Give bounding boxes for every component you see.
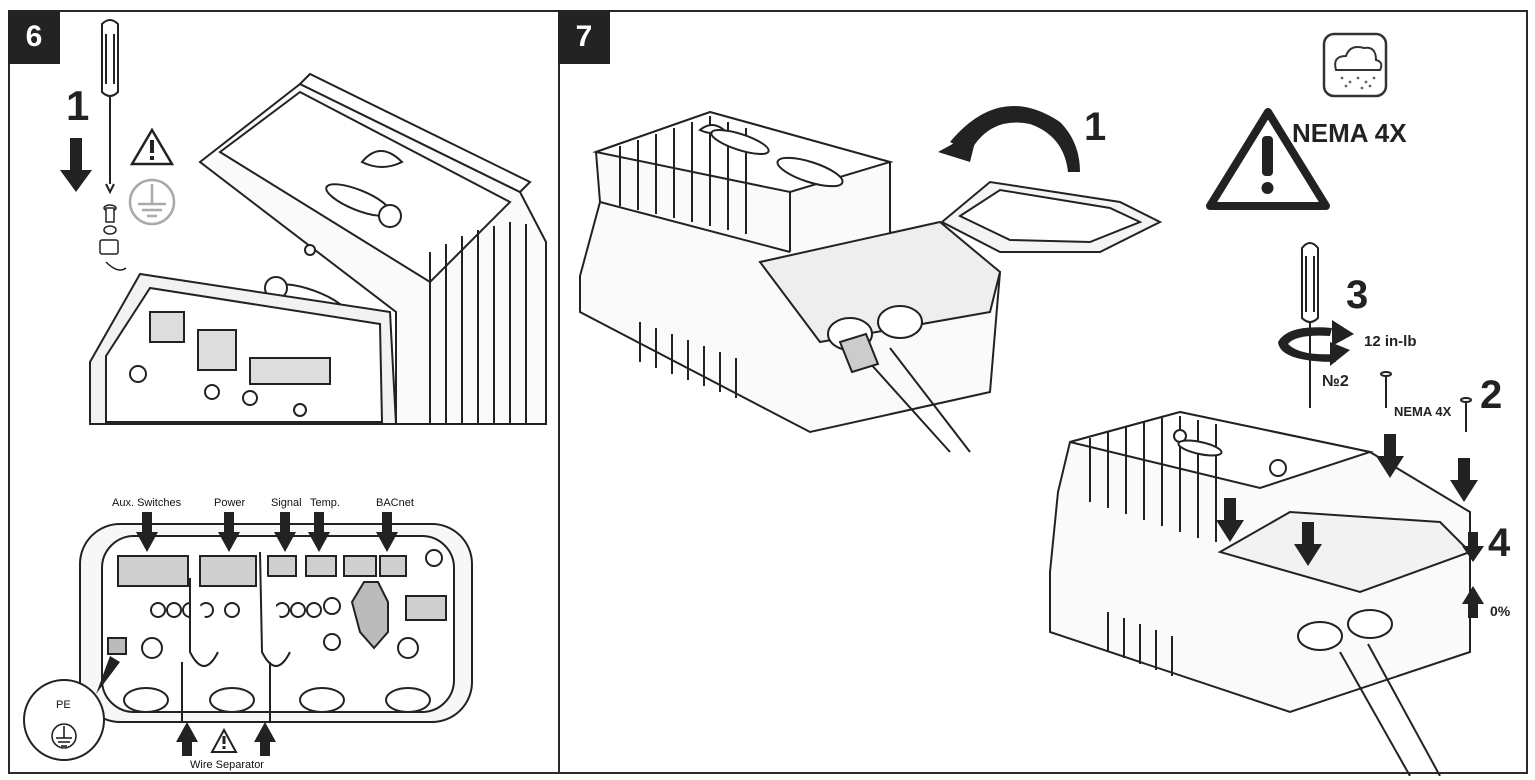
screwdriver-icon bbox=[1301, 242, 1319, 408]
pe-callout bbox=[23, 656, 120, 761]
step-6-badge: 6 bbox=[8, 10, 60, 64]
label-pe: PE bbox=[56, 699, 71, 711]
actuator-open-lid bbox=[579, 110, 1163, 453]
down-arrow-icon bbox=[376, 512, 398, 552]
label-signal: Signal bbox=[271, 497, 302, 509]
gap-value: 0% bbox=[1490, 603, 1511, 619]
closed-actuator-arrows bbox=[1216, 434, 1484, 618]
ground-icon bbox=[128, 178, 176, 226]
warning-icon bbox=[129, 127, 175, 166]
step-7-number: 7 bbox=[575, 20, 593, 53]
down-arrow-icon bbox=[1450, 458, 1478, 502]
screwdriver-icon bbox=[101, 19, 119, 195]
step-4-label: 4 bbox=[1488, 521, 1511, 565]
terminal-board bbox=[79, 523, 473, 723]
terminal-arrows bbox=[136, 512, 398, 552]
panel-7-illustration: 1 NEMA 4X bbox=[579, 32, 1511, 776]
screw-part bbox=[1460, 397, 1472, 432]
down-arrow-icon bbox=[1216, 498, 1244, 542]
down-arrow-icon bbox=[1294, 522, 1322, 566]
label-aux-switches: Aux. Switches bbox=[112, 497, 182, 509]
rotate-arrow-icon bbox=[1278, 320, 1354, 366]
label-temp: Temp. bbox=[310, 497, 340, 509]
down-arrow-icon bbox=[1376, 434, 1404, 478]
step-2-label: 2 bbox=[1480, 373, 1502, 417]
down-arrow-icon bbox=[136, 512, 158, 552]
warning-icon bbox=[210, 727, 238, 753]
down-arrow-icon bbox=[274, 512, 296, 552]
down-arrow-icon bbox=[218, 512, 240, 552]
up-arrow-icon bbox=[254, 722, 276, 756]
nema-rating: NEMA 4X bbox=[1292, 118, 1407, 148]
driver-size: №2 bbox=[1322, 373, 1349, 390]
step-1-label: 1 bbox=[66, 82, 89, 129]
screw-part bbox=[1380, 371, 1392, 408]
down-arrow-icon bbox=[1462, 532, 1484, 562]
step-6-number: 6 bbox=[25, 20, 43, 53]
up-arrow-icon bbox=[176, 722, 198, 756]
label-wire-separator: Wire Separator bbox=[190, 759, 264, 771]
screw-part bbox=[99, 204, 127, 271]
step-7-badge: 7 bbox=[558, 10, 610, 64]
down-arrow-icon bbox=[60, 138, 92, 192]
step-3-label: 3 bbox=[1346, 273, 1368, 317]
rotate-arrow-icon bbox=[938, 106, 1080, 172]
step-6-panel: 6 1 bbox=[8, 10, 560, 774]
down-arrow-icon bbox=[308, 512, 330, 552]
panel-6-illustration: 1 bbox=[23, 19, 547, 771]
wire-separator-arrows bbox=[176, 722, 276, 756]
torque-value: 12 in-lb bbox=[1364, 333, 1417, 350]
actuator-closed-lid bbox=[1049, 410, 1472, 776]
label-bacnet: BACnet bbox=[376, 497, 414, 509]
up-arrow-icon bbox=[1462, 586, 1484, 618]
step-1-label: 1 bbox=[1084, 105, 1106, 149]
warning-icon bbox=[1206, 108, 1330, 210]
step-7-panel: 7 bbox=[558, 10, 1528, 776]
rain-cloud-icon bbox=[1322, 32, 1388, 98]
screw-nema-label: NEMA 4X bbox=[1394, 404, 1452, 419]
ground-icon bbox=[51, 723, 77, 749]
label-power: Power bbox=[214, 497, 246, 509]
actuator-housing bbox=[89, 72, 547, 425]
